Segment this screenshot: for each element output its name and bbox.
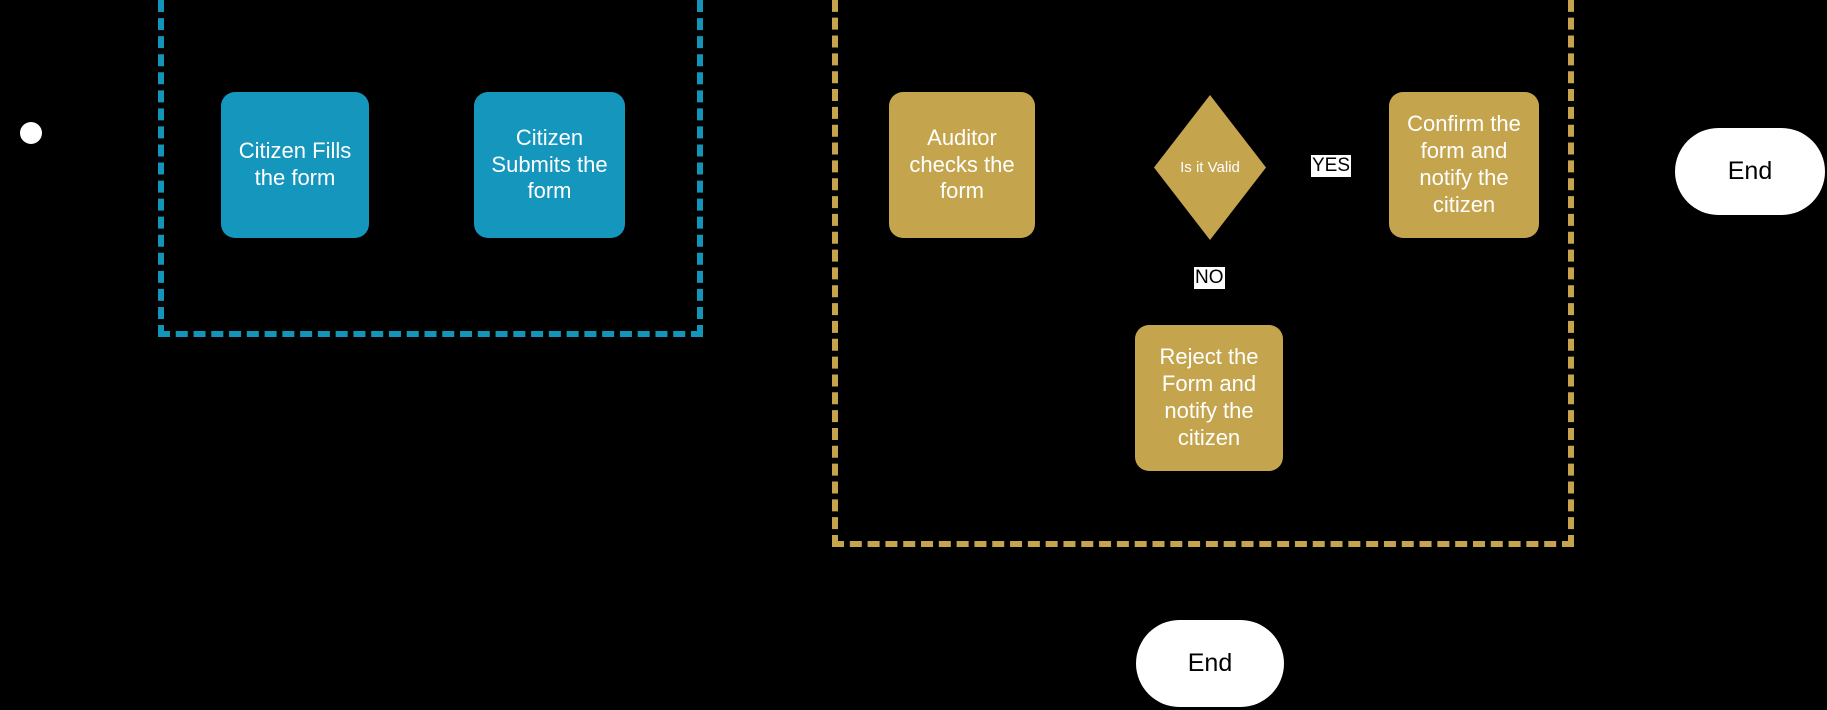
node-is-it-valid-label: Is it Valid xyxy=(1180,159,1240,176)
node-end-right[interactable]: End xyxy=(1675,128,1825,215)
edge-label-yes: YES xyxy=(1311,155,1352,177)
citizen-lane-container xyxy=(158,0,703,337)
node-is-it-valid-decision[interactable]: Is it Valid xyxy=(1154,95,1266,240)
node-reject-the-form-and-notify-the-citizen[interactable]: Reject the Form and notify the citizen xyxy=(1135,325,1283,471)
node-confirm-the-form-and-notify-the-citizen[interactable]: Confirm the form and notify the citizen xyxy=(1389,92,1539,238)
auditor-lane-container xyxy=(832,0,1574,547)
node-citizen-submits-the-form[interactable]: Citizen Submits the form xyxy=(474,92,625,238)
node-citizen-fills-the-form[interactable]: Citizen Fills the form xyxy=(221,92,369,238)
start-node[interactable] xyxy=(20,122,42,144)
node-end-bottom[interactable]: End xyxy=(1136,620,1284,707)
edge-label-no: NO xyxy=(1194,267,1225,289)
node-auditor-checks-the-form[interactable]: Auditor checks the form xyxy=(889,92,1035,238)
